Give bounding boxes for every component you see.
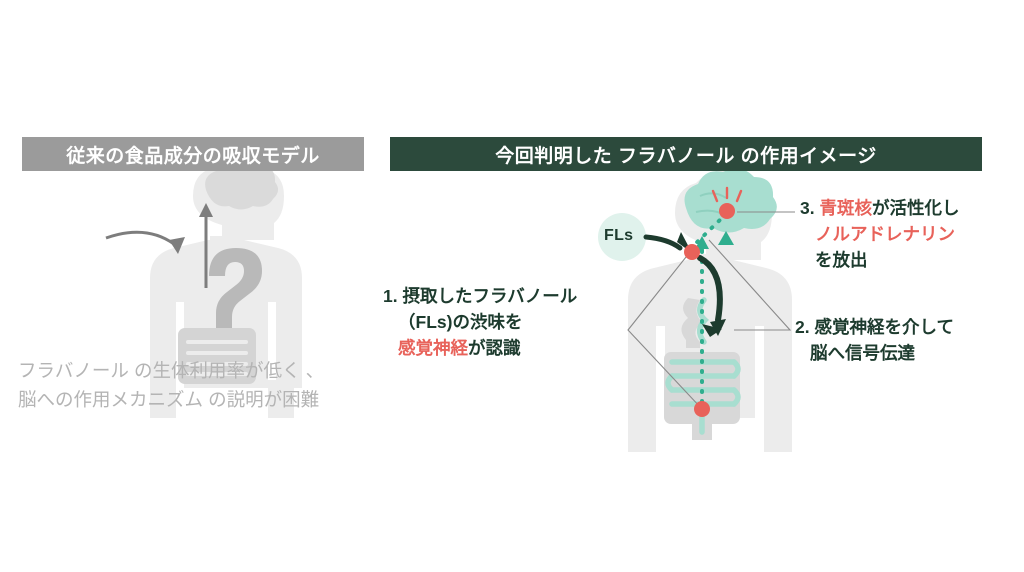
- annotation-3: 3. 青斑核が活性化し ノルアドレナリン を放出: [800, 195, 959, 273]
- leader-lines: [627, 211, 795, 410]
- annotation-3-number: 3.: [800, 198, 815, 218]
- banner-flavanol-mechanism: 今回判明した フラバノール の作用イメージ: [390, 137, 982, 171]
- annotation-1: 1. 摂取したフラバノール （FLs)の渋味を 感覚神経が認識: [383, 283, 577, 361]
- annotation-3-line-3: を放出: [815, 250, 868, 270]
- fls-label: FLs: [604, 227, 634, 244]
- fls-arrow-icon: [643, 232, 692, 253]
- brain-icon: [684, 168, 777, 233]
- annotation-3-line-1: 3. 青斑核が活性化し: [800, 198, 960, 218]
- left-curved-arrow-icon: [105, 230, 185, 254]
- intestine-icon: [664, 297, 741, 440]
- red-dot-marker-gut: [694, 401, 710, 417]
- annotation-2-line-2: 脳へ信号伝達: [810, 343, 915, 363]
- annotation-2: 2. 感覚神経を介して 脳へ信号伝達: [795, 314, 954, 366]
- annotation-1-line-2: （FLs)の渋味を: [398, 312, 523, 332]
- red-dot-marker-throat: [684, 244, 700, 260]
- annotation-2-number: 2.: [795, 317, 810, 337]
- annotation-1-number: 1.: [383, 286, 398, 306]
- dotted-signal-line: [688, 214, 726, 404]
- right-human-silhouette-icon: [628, 169, 792, 452]
- left-panel-caption: フラバノール の生体利用率が低く 、 脳への作用メカニズム の説明が困難: [18, 360, 325, 410]
- left-up-arrow-icon: [199, 203, 213, 288]
- banner-conventional-model: 従来の食品成分の吸収モデル: [22, 137, 364, 171]
- flash-burst-icon: [711, 186, 743, 203]
- up-arrow-icon: [695, 231, 734, 249]
- red-dot-marker-brain: [719, 203, 735, 219]
- annotation-1-line-1: 1. 摂取したフラバノール: [383, 286, 578, 306]
- annotation-3-line-2: ノルアドレナリン: [815, 224, 955, 244]
- annotation-1-line-3: 感覚神経が認識: [398, 338, 521, 358]
- down-arrow-icon: [697, 255, 726, 337]
- annotation-2-line-1: 2. 感覚神経を介して: [795, 317, 954, 337]
